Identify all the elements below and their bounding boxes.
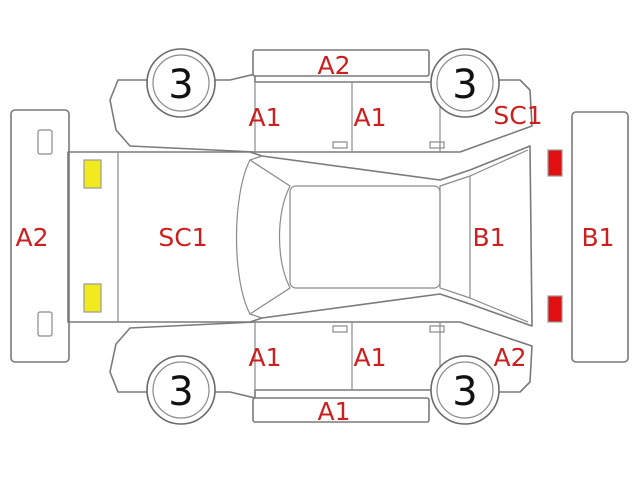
label-rear-quarter-top: SC1 — [493, 101, 542, 130]
wheel-rear-bottom: 3 — [430, 355, 500, 425]
headlight-bottom — [83, 283, 102, 313]
label-rear-glass: B1 — [472, 223, 505, 252]
headlight-top — [83, 159, 102, 189]
taillight-bottom — [547, 295, 563, 323]
side-profile-bottom — [109, 321, 533, 399]
label-sill-bottom: A1 — [317, 397, 350, 426]
wheel-front-bottom: 3 — [146, 355, 216, 425]
wheel-rear-top: 3 — [430, 48, 500, 118]
label-door-bottom-left: A1 — [248, 343, 281, 372]
label-hood: SC1 — [158, 223, 207, 252]
label-door-top-left: A1 — [248, 103, 281, 132]
label-roof: A2 — [317, 51, 350, 80]
label-rear-quarter-bottom: A2 — [493, 343, 526, 372]
wheel-number: 3 — [452, 62, 477, 108]
taillight-top — [547, 149, 563, 177]
label-door-top-right: A1 — [353, 103, 386, 132]
wheel-number: 3 — [452, 369, 477, 415]
label-front-bumper: A2 — [15, 223, 48, 252]
label-door-bottom-right: A1 — [353, 343, 386, 372]
wheel-number: 3 — [168, 62, 193, 108]
sill-strip — [252, 397, 430, 423]
label-rear-bumper: B1 — [581, 223, 614, 252]
rear-bumper — [571, 111, 629, 363]
wheel-front-top: 3 — [146, 48, 216, 118]
front-bumper — [10, 109, 70, 363]
roof-strip — [252, 49, 430, 77]
wheel-number: 3 — [168, 369, 193, 415]
body-top-view — [67, 145, 533, 327]
